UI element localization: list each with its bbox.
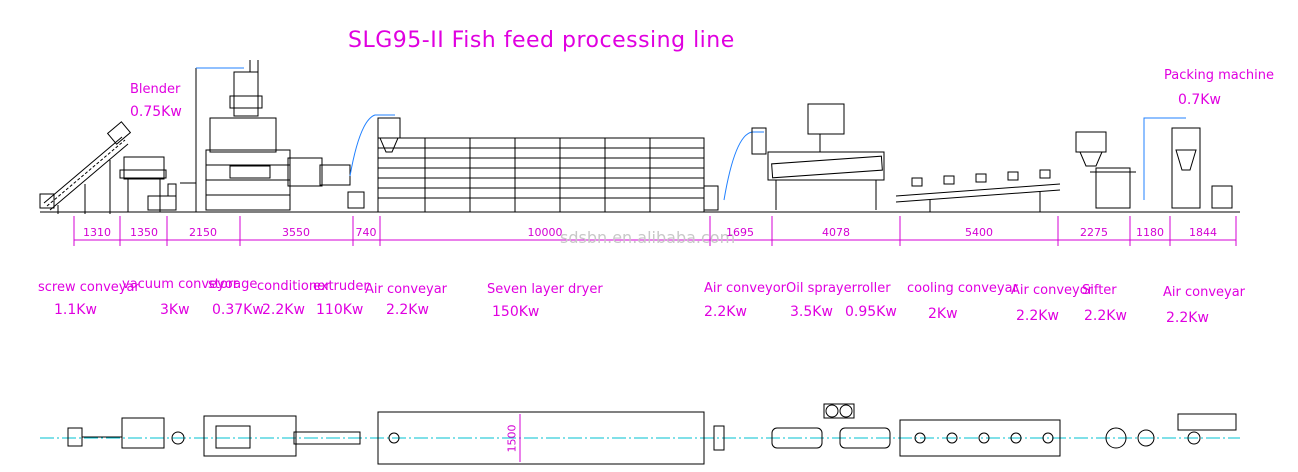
machine-power: 2Kw xyxy=(928,306,958,322)
machine-name: Seven layer dryer xyxy=(487,282,603,297)
dimension-label: 1310 xyxy=(83,226,111,239)
air-conveyor-1-drawing xyxy=(347,114,401,209)
dimension-label: 4078 xyxy=(822,226,850,239)
machine-name: screw conveyar xyxy=(38,280,140,295)
blender-power: 0.75Kw xyxy=(130,104,182,120)
dimension-label: 2275 xyxy=(1080,226,1108,239)
extruder-drawing xyxy=(195,60,351,212)
machine-name: Oil sprayer xyxy=(786,281,857,296)
machine-name: roller xyxy=(857,281,891,296)
dimension-label: 1695 xyxy=(726,226,754,239)
machine-name: conditioner xyxy=(257,279,331,294)
machine-name: vacuum conveyor xyxy=(122,277,239,292)
machine-name: Air conveyar xyxy=(1163,285,1246,300)
machine-name: Air conveyar xyxy=(365,282,448,297)
machine-power: 3.5Kw xyxy=(790,304,833,320)
machine-name: cooling conveyar xyxy=(907,281,1018,296)
dimension-label: 1844 xyxy=(1189,226,1217,239)
dimension-line xyxy=(73,216,1237,246)
machine-power: 0.37Kw xyxy=(212,302,264,318)
dimension-label: 3550 xyxy=(282,226,310,239)
sifter-drawing xyxy=(1075,131,1136,209)
machine-name: extruder xyxy=(313,279,369,294)
packing-machine-drawing xyxy=(1143,117,1233,209)
machine-power: 150Kw xyxy=(492,304,540,320)
elevation-view xyxy=(39,60,1240,214)
dimension-label: 740 xyxy=(355,226,377,239)
dimension-label: 1180 xyxy=(1136,226,1164,239)
watermark: sdsbn.en.alibaba.com xyxy=(560,228,736,247)
dimension-label: 2150 xyxy=(189,226,217,239)
dimension-label: 1350 xyxy=(130,226,158,239)
machine-power: 2.2Kw xyxy=(704,304,747,320)
machine-power: 2.2Kw xyxy=(1166,310,1209,326)
dryer-width-label: 1500 xyxy=(505,424,519,453)
dimension-label: 5400 xyxy=(965,226,993,239)
machine-power: 2.2Kw xyxy=(1084,308,1127,324)
blender-name: Blender xyxy=(130,82,181,97)
oil-sprayer-drawing xyxy=(723,103,885,210)
machine-power: 0.95Kw xyxy=(845,304,897,320)
machine-name: storage xyxy=(208,277,258,292)
dimension-label: 10000 xyxy=(527,226,563,239)
screw-conveyor-drawing xyxy=(39,121,132,214)
blender-drawing xyxy=(119,156,197,212)
machine-power: 110Kw xyxy=(316,302,364,318)
machine-name: Air conveyor xyxy=(704,281,787,296)
plan-view xyxy=(40,403,1240,465)
packing-name: Packing machine xyxy=(1164,68,1274,83)
dryer-drawing xyxy=(377,137,719,213)
cooling-conveyor-drawing xyxy=(895,169,1061,212)
machine-power: 2.2Kw xyxy=(262,302,305,318)
diagram-title: SLG95-II Fish feed processing line xyxy=(348,28,735,53)
machine-power: 3Kw xyxy=(160,302,190,318)
machine-name: Air conveyor xyxy=(1011,283,1094,298)
machine-power: 2.2Kw xyxy=(1016,308,1059,324)
packing-power: 0.7Kw xyxy=(1178,92,1221,108)
machine-power: 2.2Kw xyxy=(386,302,429,318)
machine-power: 1.1Kw xyxy=(54,302,97,318)
machine-name: Sifter xyxy=(1082,283,1117,298)
